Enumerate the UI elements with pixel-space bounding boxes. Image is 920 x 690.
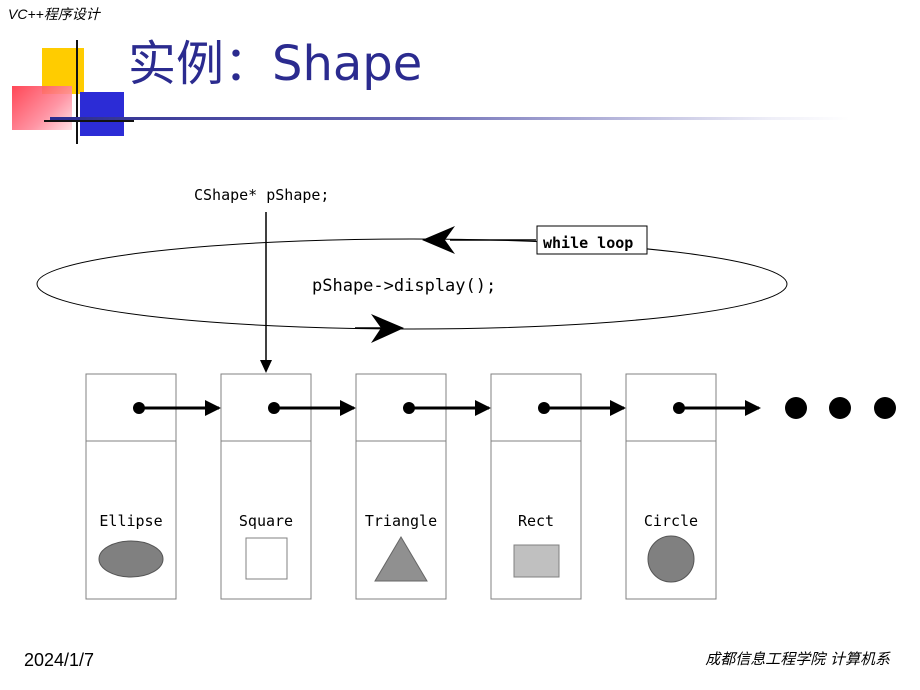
ellipsis-dot-3 xyxy=(874,397,896,419)
footer-org: 成都信息工程学院 计算机系 xyxy=(705,650,890,668)
next-pointer-arrowhead xyxy=(205,400,221,416)
loop-label-box xyxy=(536,225,648,255)
ellipsis-dot-2 xyxy=(829,397,851,419)
node-label: Square xyxy=(239,512,293,530)
loop-ellipse xyxy=(36,238,788,330)
course-header: VC++程序设计 xyxy=(8,6,100,22)
page-title: 实例：Shape xyxy=(128,36,423,92)
node-label: Ellipse xyxy=(99,512,162,530)
decor-horizontal-line xyxy=(44,120,134,122)
ellipsis-dot-1 xyxy=(785,397,807,419)
decor-red-square xyxy=(12,86,72,130)
triangle-shape-icon xyxy=(374,536,428,582)
list-nodes: Ellipse Square Triangle Rect Circle xyxy=(85,373,761,600)
next-pointer-arrowhead xyxy=(745,400,761,416)
node-label: Triangle xyxy=(365,512,437,530)
display-call: pShape->display(); xyxy=(312,276,496,296)
circle-shape-icon xyxy=(647,535,695,583)
loop-label: while loop xyxy=(543,234,633,252)
loop-arrow-left-icon xyxy=(422,226,455,254)
node-label: Circle xyxy=(644,512,698,530)
decor-blue-square xyxy=(80,92,124,136)
pointer-arrowhead xyxy=(260,360,272,373)
next-pointer-arrowhead xyxy=(475,400,491,416)
rect-shape-icon xyxy=(513,544,560,578)
next-pointer-arrowhead xyxy=(610,400,626,416)
next-pointer-arrowhead xyxy=(340,400,356,416)
loop-arrow-right-icon xyxy=(371,314,404,343)
decor-vertical-line xyxy=(76,40,78,144)
footer-date: 2024/1/7 xyxy=(24,650,95,670)
square-shape-icon xyxy=(245,537,288,580)
ellipse-shape-icon xyxy=(98,540,164,578)
title-underline xyxy=(50,117,850,120)
pointer-declaration: CShape* pShape; xyxy=(194,186,329,204)
node-label: Rect xyxy=(518,512,554,530)
